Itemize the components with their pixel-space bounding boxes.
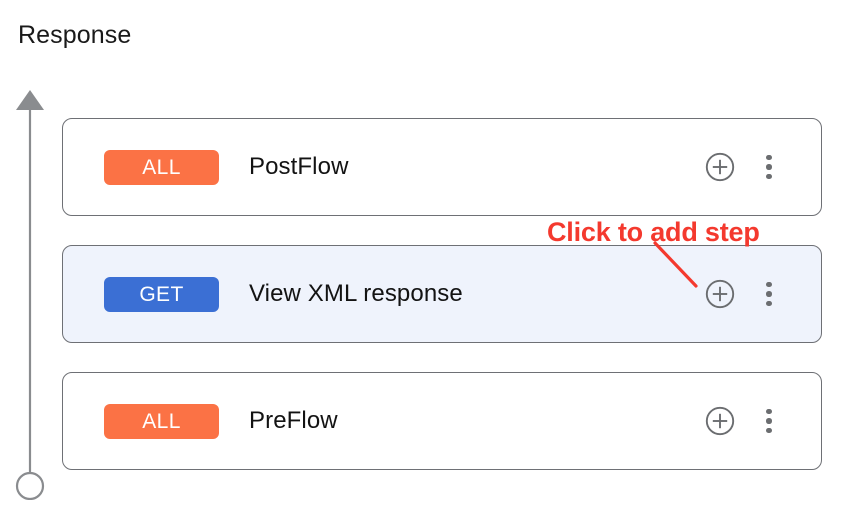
flow-step-row[interactable]: ALL PostFlow [62,118,822,216]
page-title: Response [18,21,132,49]
flow-step-row[interactable]: GET View XML response [62,245,822,343]
plus-circle-icon[interactable] [705,406,735,436]
timeline-graphic [15,90,45,501]
flow-step-actions [705,246,821,342]
flow-step-row[interactable]: ALL PreFlow [62,372,822,470]
annotation-label: Click to add step [547,217,760,247]
flow-step-actions [705,373,821,469]
method-badge: GET [104,276,219,312]
kebab-menu-icon[interactable] [758,406,780,436]
arrow-up-icon [16,90,44,110]
kebab-menu-icon[interactable] [758,279,780,309]
circle-outline-icon [15,471,45,501]
flow-step-list: ALL PostFlow GET View XML response [62,118,822,499]
flow-step-name: PreFlow [249,407,338,434]
plus-circle-icon[interactable] [705,152,735,182]
method-badge: ALL [104,149,219,185]
kebab-menu-icon[interactable] [758,152,780,182]
flow-step-actions [705,119,821,215]
method-badge: ALL [104,403,219,439]
flow-direction-timeline [8,86,56,501]
plus-circle-icon[interactable] [705,279,735,309]
flow-step-name: PostFlow [249,153,349,180]
flow-step-name: View XML response [249,280,463,307]
